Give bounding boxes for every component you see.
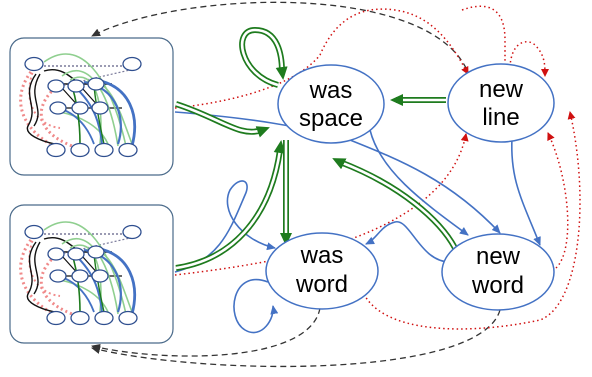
edge-newword-to-wasword: [365, 221, 451, 263]
state-new-word: new word: [441, 233, 555, 311]
edge-wasword-to-bottom-panel: [91, 307, 321, 357]
edge-newword-to-newline: [547, 132, 569, 269]
edge-newword-to-bottom-panel: [91, 309, 501, 368]
state-label-line2: line: [482, 104, 519, 131]
edge-bottom-panel-to-wasword: [174, 180, 276, 273]
state-label-line1: was: [309, 77, 353, 104]
state-was-space: was space: [277, 64, 385, 144]
edge-wasspace-to-newword: [369, 129, 469, 236]
edge-top-panel-to-wasspace: [175, 101, 270, 138]
edge-newline-to-newword: [510, 137, 541, 246]
state-label-line1: was: [300, 242, 344, 269]
state-label-line1: new: [476, 243, 521, 270]
wasword-self-loop: [233, 278, 279, 334]
state-label-line2: word: [471, 272, 524, 299]
edge-newline-to-top-panel: [91, 1, 471, 79]
state-label-line2: word: [295, 271, 348, 298]
state-new-line: new line: [447, 63, 555, 143]
edge-newword-to-wasspace: [332, 158, 458, 250]
state-label-line2: space: [299, 105, 363, 132]
edge-top-panel-to-newline: [174, 8, 469, 109]
wasspace-self-loop: [239, 26, 288, 88]
edge-bottom-panel-to-wasspace: [175, 140, 286, 271]
newline-self-loop: [509, 41, 549, 77]
state-label-line1: new: [479, 76, 524, 103]
top-network-panel: [9, 37, 174, 176]
state-was-word: was word: [265, 232, 379, 310]
bottom-network-panel: [9, 204, 174, 344]
